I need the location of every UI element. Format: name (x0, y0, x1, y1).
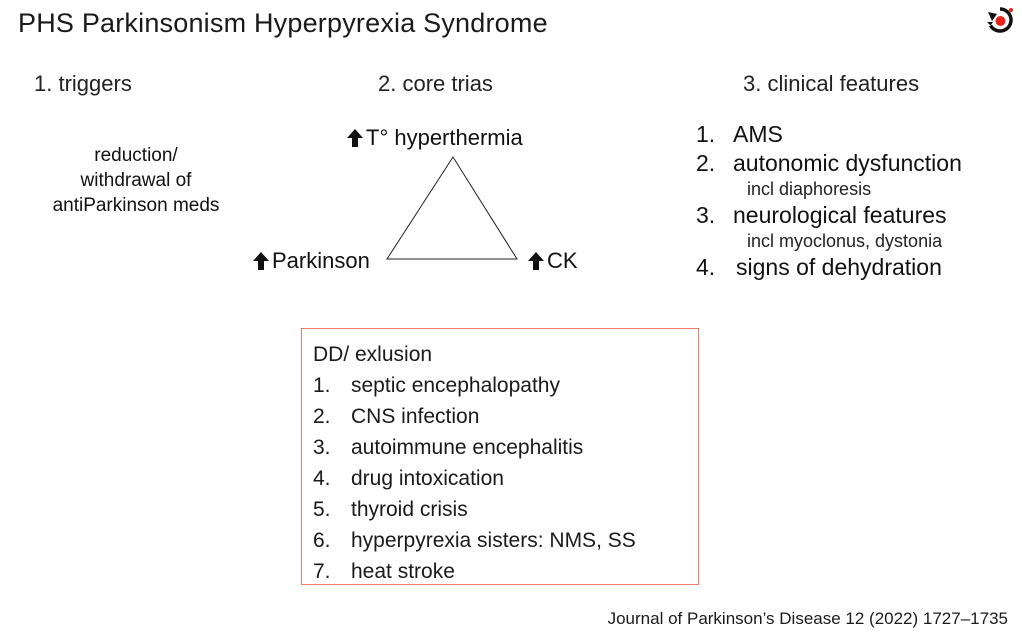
trias-ck: CK (527, 248, 578, 274)
differential-number: 5. (313, 498, 331, 521)
feature-label: neurological features (733, 202, 947, 228)
differential-number: 3. (313, 436, 331, 459)
feature-label: signs of dehydration (736, 254, 942, 280)
differential-title: DD/ exlusion (313, 343, 433, 366)
differential-number: 2. (313, 405, 331, 428)
trias-hyperthermia: T° hyperthermia (346, 125, 523, 151)
differential-item: 7. heat stroke (313, 556, 698, 587)
differential-label: thyroid crisis (351, 498, 468, 521)
red-eye-logo-icon (984, 4, 1016, 36)
slide-title: PHS Parkinsonism Hyperpyrexia Syndrome (18, 8, 548, 38)
differential-label: septic encephalopathy (351, 374, 560, 397)
differential-label: autoimmune encephalitis (351, 436, 584, 459)
differential-item: 1. septic encephalopathy (313, 370, 698, 401)
trias-ck-label: CK (547, 248, 578, 273)
triggers-heading: 1. triggers (34, 71, 132, 96)
feature-label: AMS (733, 121, 783, 147)
triggers-text: reduction/ withdrawal of antiParkinson m… (18, 143, 254, 218)
feature-item: 4. signs of dehydration (696, 253, 962, 282)
clinical-features-heading: 3. clinical features (743, 71, 920, 96)
up-arrow-icon (527, 251, 545, 271)
core-trias-heading: 2. core trias (378, 71, 493, 96)
feature-item: 2. autonomic dysfunction (696, 149, 962, 178)
differential-number: 1. (313, 374, 331, 397)
differential-label: drug intoxication (351, 467, 504, 490)
feature-number: 1. (696, 121, 716, 147)
trias-parkinson: Parkinson (252, 248, 370, 274)
differential-number: 6. (313, 529, 331, 552)
differential-number: 7. (313, 560, 331, 583)
differential-item: 5. thyroid crisis (313, 494, 698, 525)
differential-label: heat stroke (351, 560, 455, 583)
differential-label: hyperpyrexia sisters: NMS, SS (351, 529, 636, 552)
feature-sub-text: incl myoclonus, dystonia (747, 231, 943, 251)
differential-item: 2. CNS infection (313, 401, 698, 432)
triggers-line: antiParkinson meds (52, 195, 220, 216)
trias-parkinson-label: Parkinson (272, 248, 370, 273)
feature-sub-text: incl diaphoresis (747, 179, 872, 199)
triggers-line: withdrawal of (80, 170, 192, 191)
feature-item: 1. AMS (696, 120, 962, 149)
feature-number: 2. (696, 150, 716, 176)
differential-label: CNS infection (351, 405, 480, 428)
citation: Journal of Parkinson’s Disease 12 (2022)… (607, 609, 1008, 628)
trias-hyperthermia-label: T° hyperthermia (366, 125, 523, 150)
differential-number: 4. (313, 467, 331, 490)
up-arrow-icon (252, 251, 270, 271)
trias-triangle (385, 155, 519, 263)
triggers-line: reduction/ (94, 145, 178, 166)
differential-item: 6. hyperpyrexia sisters: NMS, SS (313, 525, 698, 556)
feature-item: 3. neurological features (696, 201, 962, 230)
differential-diagnosis-box: DD/ exlusion 1. septic encephalopathy 2.… (301, 328, 699, 585)
up-arrow-icon (346, 128, 364, 148)
feature-number: 3. (696, 202, 716, 228)
clinical-features-list: 1. AMS 2. autonomic dysfunction incl dia… (696, 120, 962, 282)
feature-number: 4. (696, 254, 716, 280)
feature-label: autonomic dysfunction (733, 150, 962, 176)
differential-item: 3. autoimmune encephalitis (313, 432, 698, 463)
differential-item: 4. drug intoxication (313, 463, 698, 494)
